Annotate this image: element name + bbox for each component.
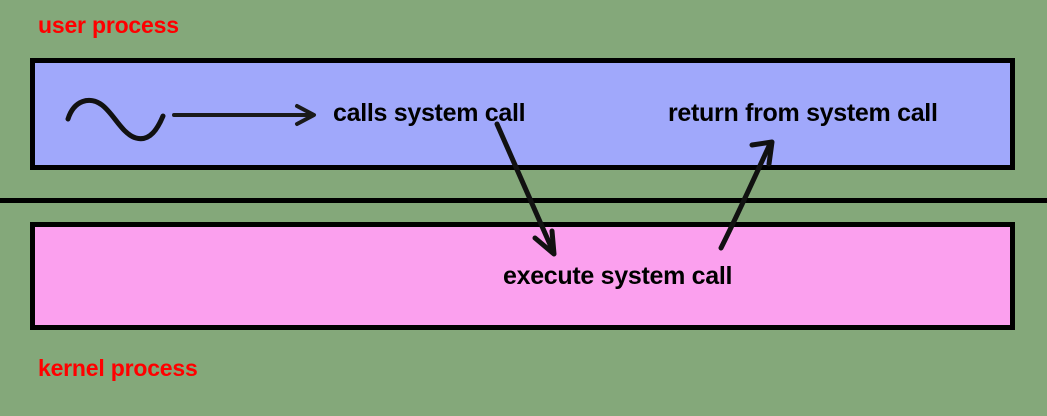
- execute-system-call-text: execute system call: [503, 262, 733, 290]
- return-from-system-call-text: return from system call: [668, 99, 938, 127]
- user-process-label: user process: [38, 12, 179, 38]
- kernel-process-label: kernel process: [38, 355, 198, 381]
- calls-system-call-text: calls system call: [333, 99, 526, 127]
- mode-boundary-line: [0, 198, 1047, 203]
